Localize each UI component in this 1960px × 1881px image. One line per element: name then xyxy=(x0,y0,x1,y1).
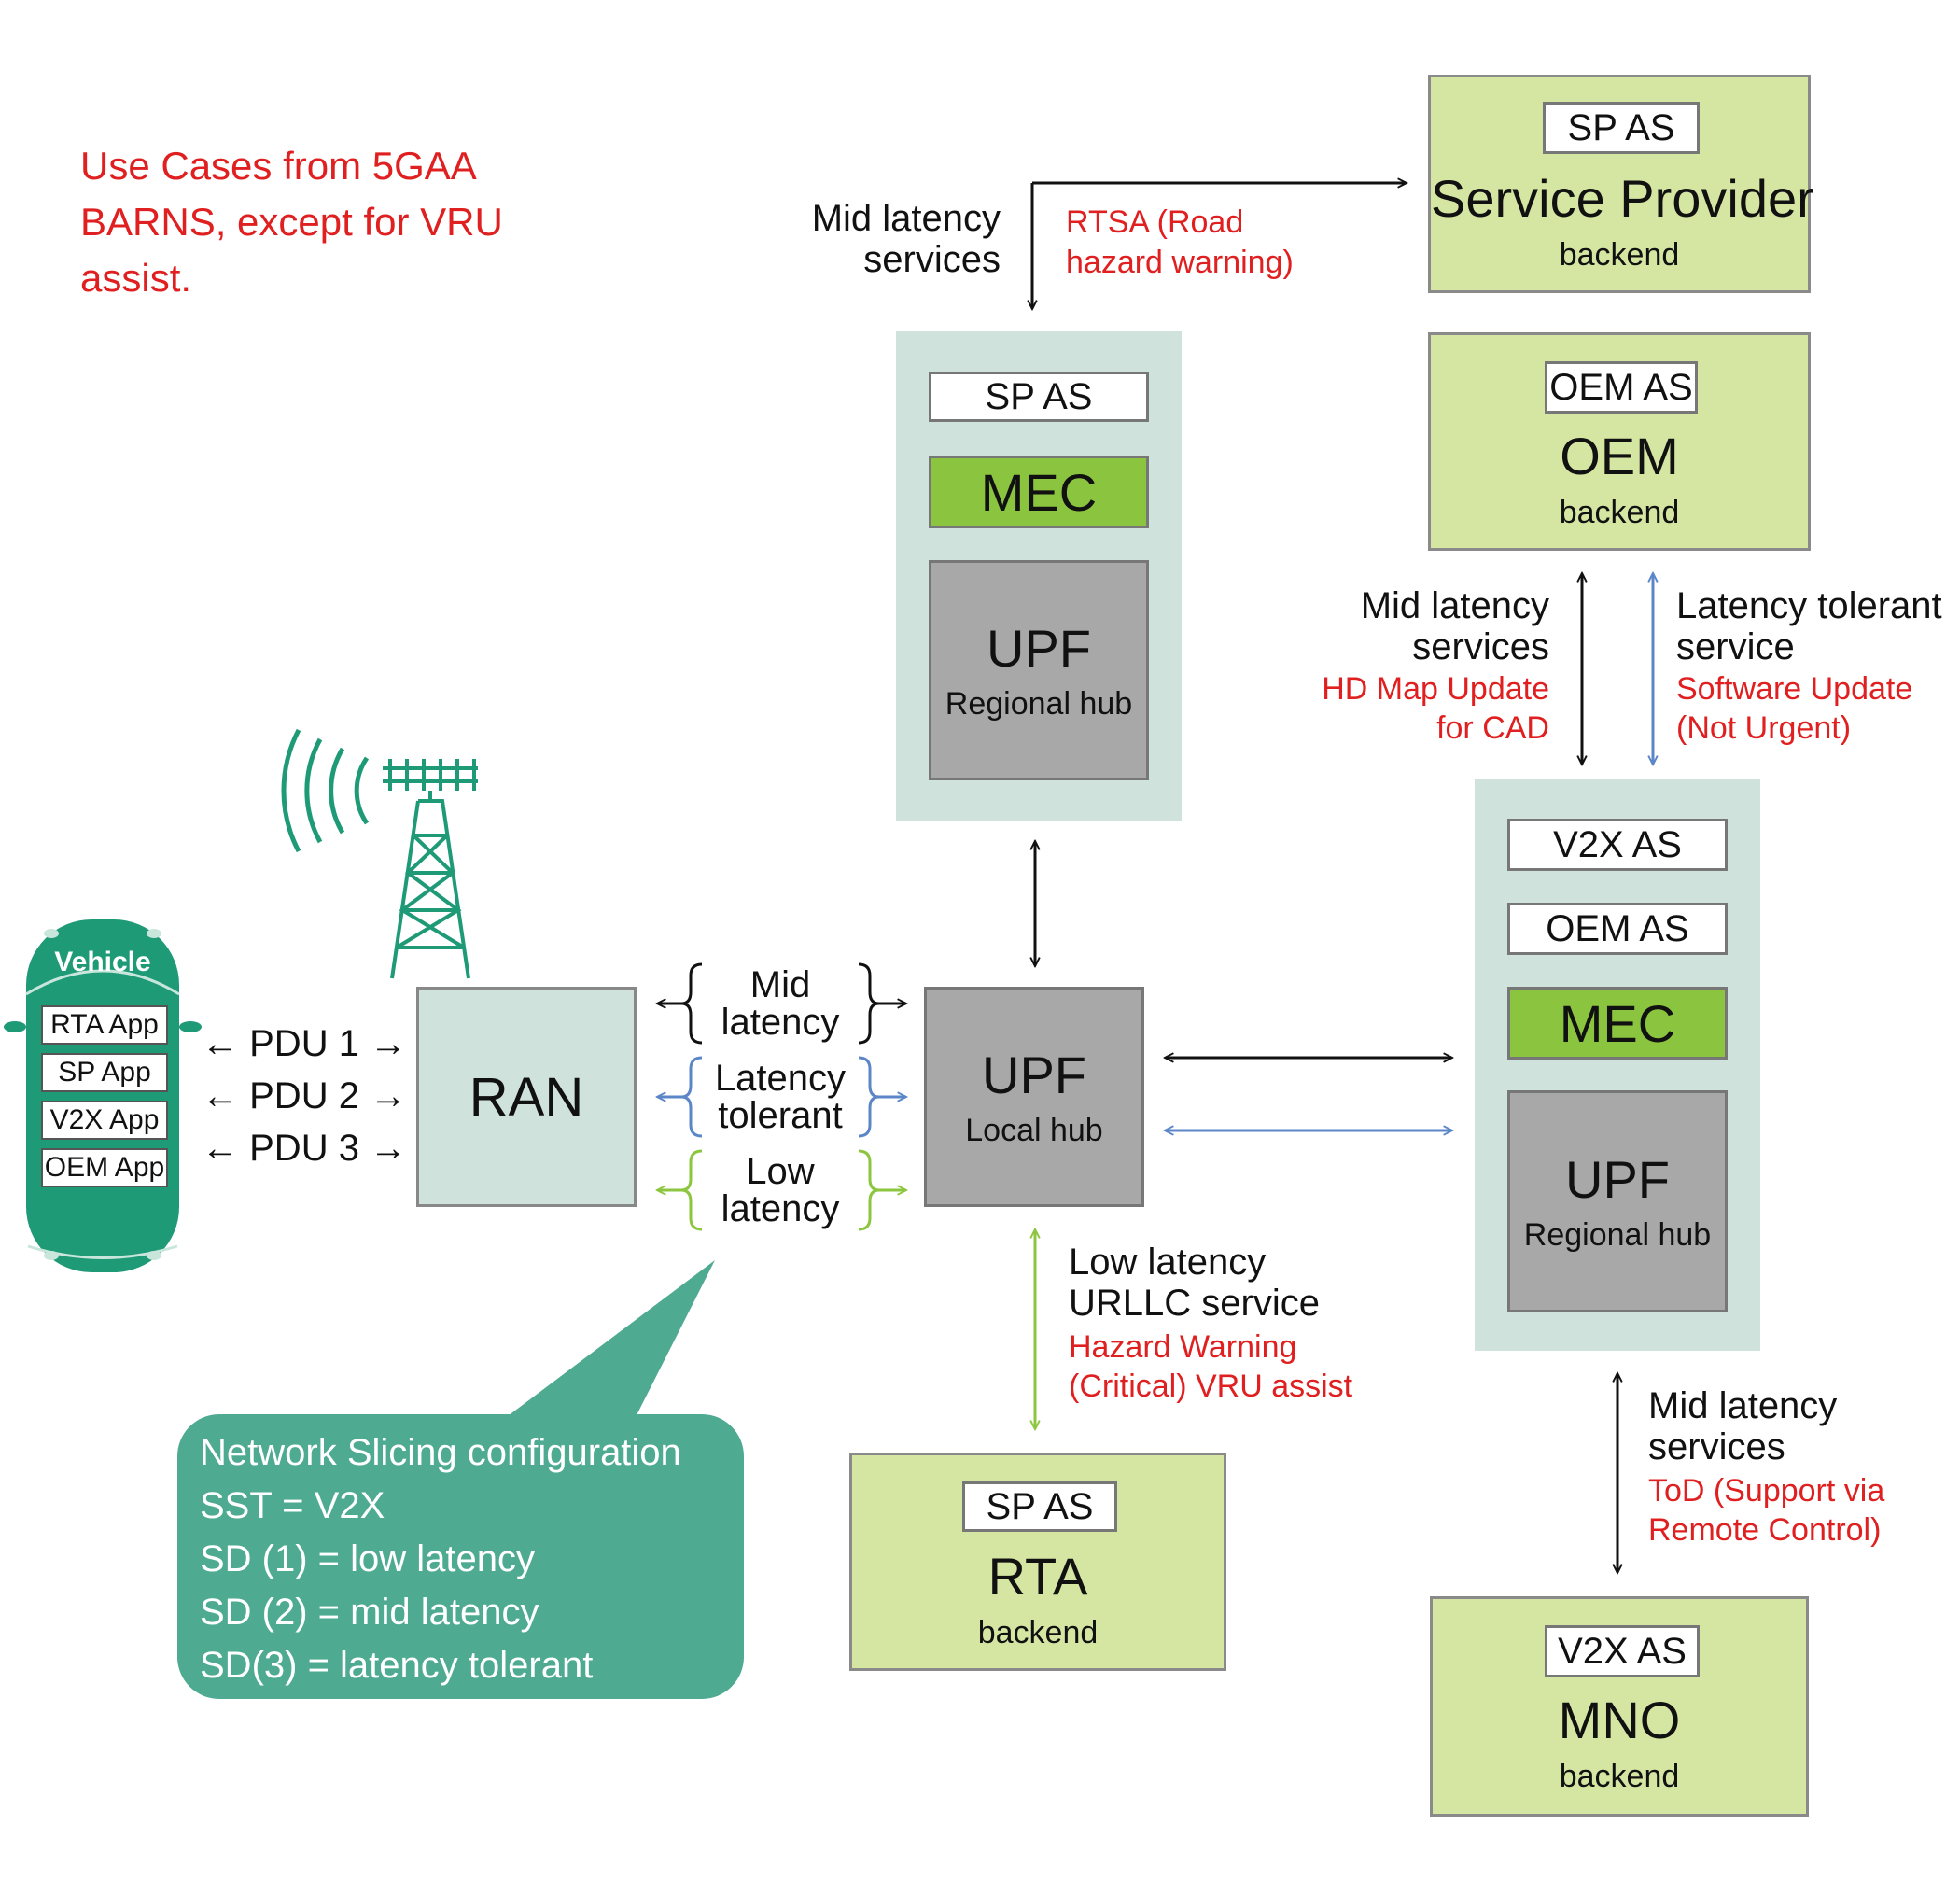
callout-line: SD (2) = mid latency xyxy=(200,1592,539,1633)
top-link-usecase: RTSA (Road hazard warning) xyxy=(1066,203,1294,283)
vehicle-app-oem: OEM App xyxy=(41,1148,168,1187)
callout-line: SST = V2X xyxy=(200,1485,385,1526)
slice-low-latency: Low latency xyxy=(702,1153,859,1228)
mno-backend: V2X AS MNO backend xyxy=(1430,1596,1809,1817)
antenna-tower-icon xyxy=(281,728,478,979)
local-upf-sub: Local hub xyxy=(965,1113,1103,1148)
brace-low-left xyxy=(680,1149,703,1231)
rta-backend-sub: backend xyxy=(977,1615,1099,1650)
note-line: BARNS, except for VRU xyxy=(80,200,503,244)
brace-mid-left xyxy=(680,962,703,1045)
mno-link-line2: services xyxy=(1648,1426,1785,1467)
mno-link-label: Mid latency services ToD (Support via Re… xyxy=(1648,1385,1884,1550)
oem-mid-line2: services xyxy=(1412,626,1549,667)
pdu-1-label: PDU 1 xyxy=(249,1023,359,1064)
brace-tol-right xyxy=(858,1056,880,1138)
oem-as-tag: OEM AS xyxy=(1545,361,1698,414)
local-upf-title: UPF xyxy=(982,1046,1086,1104)
pdu-3: ← PDU 3 → xyxy=(202,1128,408,1169)
note-line: Use Cases from 5GAA xyxy=(80,144,477,188)
callout-line: SD(3) = latency tolerant xyxy=(200,1645,594,1686)
slice-low-line2: latency xyxy=(721,1188,840,1229)
slice-mid-line2: latency xyxy=(721,1002,840,1043)
mno-backend-title: MNO xyxy=(1558,1691,1681,1749)
oem-mid-label: Mid latency services HD Map Update for C… xyxy=(1232,585,1549,748)
regional-right-v2x-as-tag: V2X AS xyxy=(1507,819,1728,871)
oem-tol-line1: Latency tolerant xyxy=(1676,585,1942,626)
vehicle-label: Vehicle xyxy=(54,947,151,977)
slice-latency-tolerant: Latency tolerant xyxy=(702,1060,859,1134)
pdu-3-label: PDU 3 xyxy=(249,1128,359,1169)
regional-right-upf: UPF Regional hub xyxy=(1507,1090,1728,1312)
regional-top-upf-title: UPF xyxy=(987,619,1091,678)
local-hub-upf: UPF Local hub xyxy=(924,987,1144,1207)
pdu-1: ← PDU 1 → xyxy=(202,1023,408,1064)
mno-v2x-as-tag: V2X AS xyxy=(1545,1625,1700,1677)
pdu-2: ← PDU 2 → xyxy=(202,1075,408,1116)
regional-top-upf: UPF Regional hub xyxy=(929,560,1149,780)
regional-right-upf-title: UPF xyxy=(1565,1150,1670,1209)
slice-mid-latency: Mid latency xyxy=(702,966,859,1041)
oem-backend-title: OEM xyxy=(1560,427,1679,485)
slice-tol-line1: Latency xyxy=(714,1058,847,1099)
mno-link-red2: Remote Control) xyxy=(1648,1512,1882,1548)
low-link-label: Low latency URLLC service Hazard Warning… xyxy=(1069,1242,1352,1406)
callout-tail xyxy=(504,1260,715,1419)
oem-backend-sub: backend xyxy=(1559,495,1680,530)
slice-mid-line1: Mid xyxy=(749,964,811,1005)
regional-top-sp-as-tag: SP AS xyxy=(929,372,1149,422)
oem-tol-red1: Software Update xyxy=(1676,671,1913,707)
oem-mid-red2: for CAD xyxy=(1436,710,1549,746)
rta-sp-as-tag: SP AS xyxy=(962,1481,1117,1532)
mno-backend-sub: backend xyxy=(1559,1759,1680,1794)
brace-mid-right xyxy=(858,962,880,1045)
callout-bubble xyxy=(177,1414,744,1699)
top-link-label: Mid latency services xyxy=(653,198,1001,280)
brace-tol-left xyxy=(680,1056,703,1138)
sp-backend-title: Service Provider xyxy=(1431,169,1814,228)
vehicle-app-v2x: V2X App xyxy=(41,1101,168,1140)
use-case-note: Use Cases from 5GAA BARNS, except for VR… xyxy=(80,138,503,306)
top-link-line2: services xyxy=(863,239,1001,280)
vehicle-app-sp: SP App xyxy=(41,1053,168,1092)
slice-tol-line2: tolerant xyxy=(718,1095,843,1136)
oem-mid-line1: Mid latency xyxy=(1360,585,1549,626)
brace-low-right xyxy=(858,1149,880,1231)
network-slicing-callout: Network Slicing configuration SST = V2X … xyxy=(200,1426,681,1692)
regional-right-oem-as-tag: OEM AS xyxy=(1507,903,1728,955)
rta-backend: SP AS RTA backend xyxy=(849,1453,1226,1671)
oem-backend: OEM AS OEM backend xyxy=(1428,332,1811,551)
top-link-red2: hazard warning) xyxy=(1066,245,1294,280)
oem-mid-red1: HD Map Update xyxy=(1322,671,1549,707)
sp-as-tag: SP AS xyxy=(1543,102,1700,154)
low-link-red2: (Critical) VRU assist xyxy=(1069,1369,1353,1404)
sp-backend-sub: backend xyxy=(1559,237,1680,273)
service-provider-backend: SP AS Service Provider backend xyxy=(1428,75,1814,293)
top-link-red1: RTSA (Road xyxy=(1066,204,1244,240)
regional-top-upf-sub: Regional hub xyxy=(945,686,1133,722)
callout-line: Network Slicing configuration xyxy=(200,1432,681,1473)
oem-tolerant-label: Latency tolerant service Software Update… xyxy=(1676,585,1942,748)
ran-box: RAN xyxy=(416,987,637,1207)
rta-backend-title: RTA xyxy=(987,1547,1088,1606)
mno-link-red1: ToD (Support via xyxy=(1648,1473,1885,1509)
mno-link-line1: Mid latency xyxy=(1648,1385,1838,1426)
regional-right-upf-sub: Regional hub xyxy=(1523,1217,1712,1253)
low-link-line2: URLLC service xyxy=(1069,1283,1320,1324)
regional-right-mec: MEC xyxy=(1507,987,1728,1060)
vehicle-app-rta: RTA App xyxy=(41,1005,168,1045)
low-link-red1: Hazard Warning xyxy=(1069,1329,1297,1365)
slice-low-line1: Low xyxy=(746,1151,815,1192)
regional-top-mec: MEC xyxy=(929,456,1149,528)
oem-tol-red2: (Not Urgent) xyxy=(1676,710,1852,746)
top-link-line1: Mid latency xyxy=(811,198,1001,239)
pdu-2-label: PDU 2 xyxy=(249,1075,359,1116)
oem-tol-line2: service xyxy=(1676,626,1795,667)
note-line: assist. xyxy=(80,256,192,300)
low-link-line1: Low latency xyxy=(1069,1242,1267,1283)
callout-line: SD (1) = low latency xyxy=(200,1538,536,1579)
